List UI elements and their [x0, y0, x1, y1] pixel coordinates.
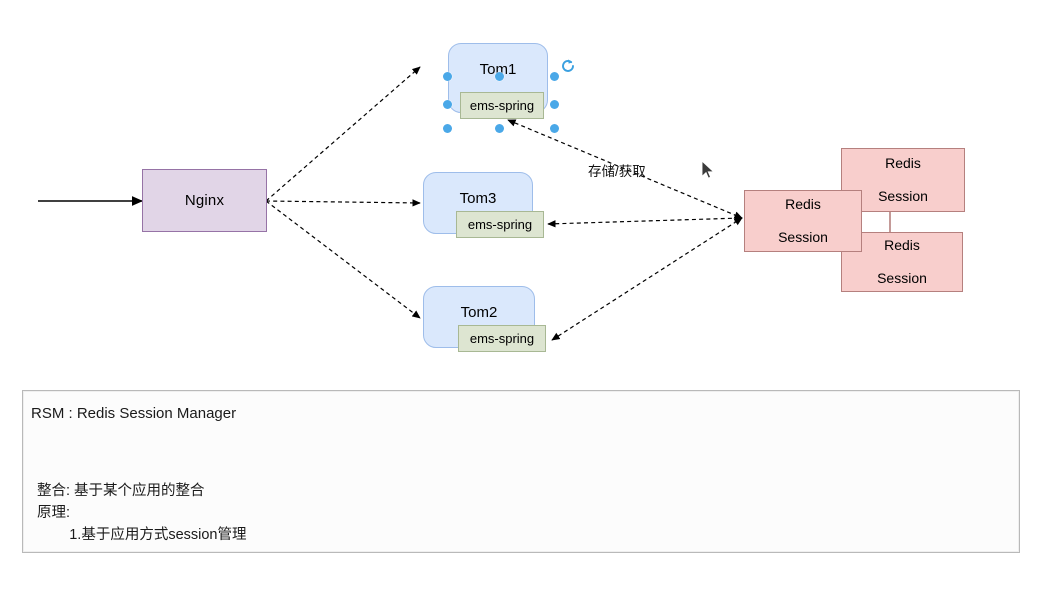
module-box-tom2[interactable]: ems-spring [458, 325, 546, 352]
tomcat-label-tom3: Tom3 [459, 190, 497, 207]
module-label-tom1: ems-spring [469, 97, 535, 113]
selection-handle-e[interactable] [550, 100, 559, 109]
notes-line-2: 原理: [37, 505, 71, 521]
selection-handle-ne[interactable] [550, 72, 559, 81]
selection-handle-n[interactable] [495, 72, 504, 81]
module-label-tom3: ems-spring [467, 216, 533, 232]
nginx-to-tomcat-edges [265, 66, 421, 319]
nginx-node[interactable]: Nginx [142, 169, 267, 232]
mouse-pointer-icon [701, 159, 715, 180]
notes-panel[interactable]: RSM : Redis Session Manager 整合: 基于某个应用的整… [22, 390, 1020, 553]
selection-handle-se[interactable] [550, 124, 559, 133]
selection-handle-sw[interactable] [443, 124, 452, 133]
notes-title: RSM : Redis Session Manager [31, 405, 237, 422]
selection-handle-s[interactable] [495, 124, 504, 133]
module-box-tom1[interactable]: ems-spring [460, 92, 544, 119]
rotate-icon[interactable] [560, 58, 576, 74]
selection-handle-nw[interactable] [443, 100, 452, 109]
tomcat-label-tom2: Tom2 [460, 304, 498, 321]
selection-handle-w[interactable] [443, 72, 452, 81]
tomcat-label-tom1: Tom1 [479, 61, 517, 78]
notes-line-3: 1.基于应用方式session管理 [37, 527, 247, 543]
nginx-label: Nginx [184, 191, 225, 209]
module-label-tom2: ems-spring [469, 330, 535, 346]
notes-line-1: 整合: 基于某个应用的整合 [37, 483, 205, 499]
module-box-tom3[interactable]: ems-spring [456, 211, 544, 238]
edge-label-store-fetch: 存储/获取 [588, 164, 646, 179]
